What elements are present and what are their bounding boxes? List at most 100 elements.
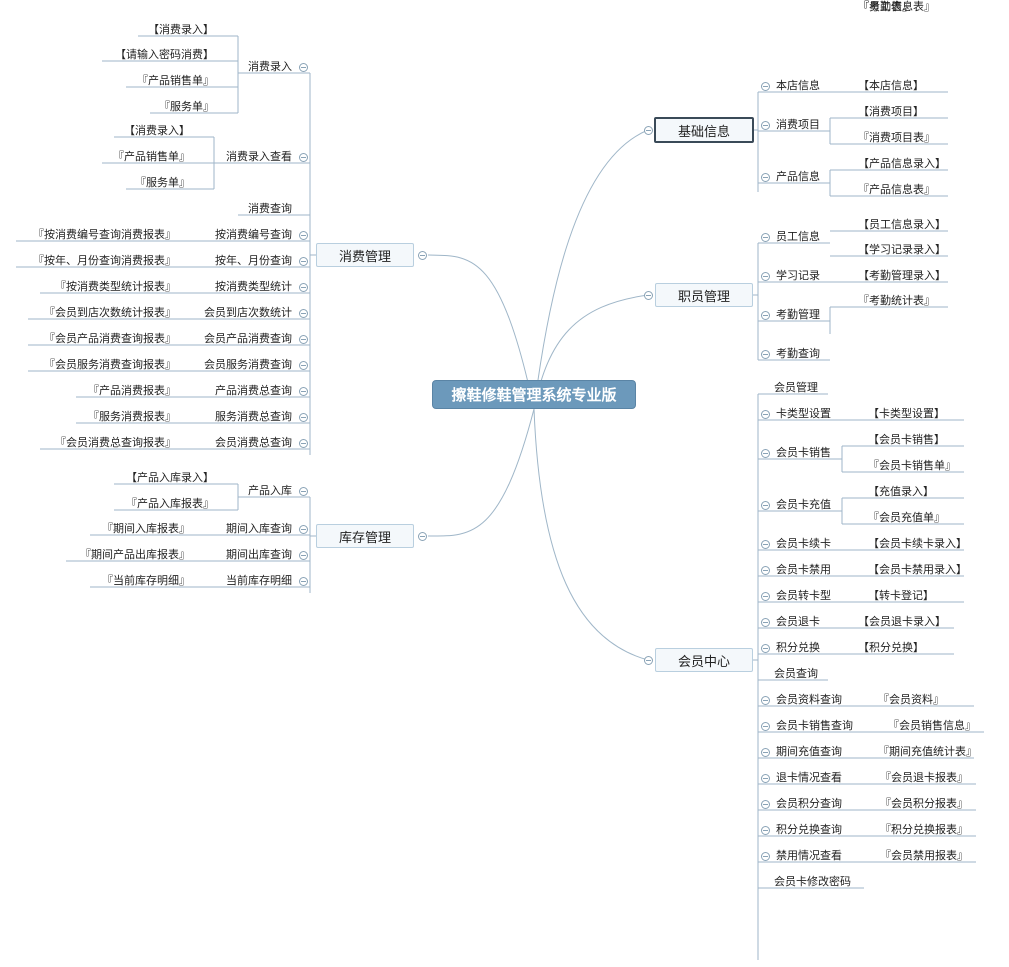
collapse-huiyuan-8-icon[interactable] (760, 643, 770, 653)
branch-huiyuan-10[interactable]: 会员资料查询 (776, 693, 842, 706)
leaf-xiaofei-0-3[interactable]: 『服务单』 (159, 100, 214, 113)
collapse-xiaofei-5-icon[interactable] (298, 282, 308, 292)
branch-huiyuan-15[interactable]: 积分兑换查询 (776, 823, 842, 836)
collapse-jichu-1-icon[interactable] (760, 120, 770, 130)
leaf-xiaofei-0-2[interactable]: 『产品销售单』 (137, 74, 214, 87)
branch-xiaofei-7[interactable]: 会员产品消费查询 (204, 332, 292, 345)
node-xiaofei[interactable]: 消费管理 (316, 243, 414, 267)
leaf-zhiyuan-2-1[interactable]: 『考勤表』 (858, 0, 913, 13)
branch-kucun-3[interactable]: 当前库存明细 (226, 574, 292, 587)
leaf-kucun-2-0[interactable]: 『期间产品出库报表』 (80, 548, 190, 561)
leaf-kucun-0-0[interactable]: 【产品入库录入】 (126, 471, 214, 484)
leaf-huiyuan-15-0[interactable]: 『积分兑换报表』 (880, 823, 968, 836)
node-jichu[interactable]: 基础信息 (654, 117, 754, 143)
collapse-kucun-3-icon[interactable] (298, 576, 308, 586)
collapse-zhiyuan-1-icon[interactable] (760, 271, 770, 281)
leaf-xiaofei-1-0[interactable]: 【消费录入】 (124, 124, 190, 137)
leaf-xiaofei-10-0[interactable]: 『服务消费报表』 (88, 410, 176, 423)
collapse-huiyuan-7-icon[interactable] (760, 617, 770, 627)
branch-huiyuan-2[interactable]: 会员卡销售 (776, 446, 831, 459)
leaf-jichu-0-0[interactable]: 【本店信息】 (858, 79, 924, 92)
collapse-xiaofei-3-icon[interactable] (298, 230, 308, 240)
leaf-huiyuan-4-0[interactable]: 【会员卡续卡录入】 (868, 537, 967, 550)
branch-xiaofei-6[interactable]: 会员到店次数统计 (204, 306, 292, 319)
branch-xiaofei-1[interactable]: 消费录入查看 (226, 150, 292, 163)
collapse-zhiyuan-icon[interactable] (643, 290, 653, 300)
branch-xiaofei-11[interactable]: 会员消费总查询 (215, 436, 292, 449)
collapse-xiaofei-10-icon[interactable] (298, 412, 308, 422)
branch-xiaofei-2[interactable]: 消费查询 (248, 202, 292, 215)
leaf-zhiyuan-1-0[interactable]: 【学习记录录入】 (858, 243, 946, 256)
branch-huiyuan-5[interactable]: 会员卡禁用 (776, 563, 831, 576)
collapse-jichu-0-icon[interactable] (760, 81, 770, 91)
branch-jichu-2[interactable]: 产品信息 (776, 170, 820, 183)
collapse-huiyuan-2-icon[interactable] (760, 448, 770, 458)
leaf-xiaofei-6-0[interactable]: 『会员到店次数统计报表』 (44, 306, 176, 319)
collapse-huiyuan-15-icon[interactable] (760, 825, 770, 835)
leaf-zhiyuan-0-1[interactable]: 『员工信息表』 (858, 0, 935, 13)
branch-huiyuan-14[interactable]: 会员积分查询 (776, 797, 842, 810)
leaf-huiyuan-6-0[interactable]: 【转卡登记】 (868, 589, 934, 602)
leaf-zhiyuan-0-0[interactable]: 【员工信息录入】 (858, 218, 946, 231)
leaf-huiyuan-3-0[interactable]: 【充值录入】 (868, 485, 934, 498)
collapse-huiyuan-icon[interactable] (643, 655, 653, 665)
collapse-xiaofei-1-icon[interactable] (298, 152, 308, 162)
leaf-xiaofei-0-1[interactable]: 【请输入密码消费】 (115, 48, 214, 61)
branch-huiyuan-12[interactable]: 期间充值查询 (776, 745, 842, 758)
collapse-xiaofei-6-icon[interactable] (298, 308, 308, 318)
branch-huiyuan-4[interactable]: 会员卡续卡 (776, 537, 831, 550)
leaf-xiaofei-1-1[interactable]: 『产品销售单』 (113, 150, 190, 163)
collapse-kucun-icon[interactable] (417, 531, 427, 541)
branch-huiyuan-11[interactable]: 会员卡销售查询 (776, 719, 853, 732)
leaf-kucun-1-0[interactable]: 『期间入库报表』 (102, 522, 190, 535)
branch-huiyuan-17[interactable]: 会员卡修改密码 (774, 875, 851, 888)
branch-xiaofei-8[interactable]: 会员服务消费查询 (204, 358, 292, 371)
leaf-xiaofei-3-0[interactable]: 『按消费编号查询消费报表』 (33, 228, 176, 241)
collapse-xiaofei-icon[interactable] (417, 250, 427, 260)
leaf-jichu-1-0[interactable]: 【消费项目】 (858, 105, 924, 118)
branch-jichu-0[interactable]: 本店信息 (776, 79, 820, 92)
leaf-huiyuan-1-0[interactable]: 【卡类型设置】 (868, 407, 945, 420)
collapse-kucun-2-icon[interactable] (298, 550, 308, 560)
root-node[interactable]: 擦鞋修鞋管理系统专业版 (432, 380, 636, 409)
branch-huiyuan-9[interactable]: 会员查询 (774, 667, 818, 680)
branch-huiyuan-1[interactable]: 卡类型设置 (776, 407, 831, 420)
branch-huiyuan-7[interactable]: 会员退卡 (776, 615, 820, 628)
branch-huiyuan-8[interactable]: 积分兑换 (776, 641, 820, 654)
branch-huiyuan-6[interactable]: 会员转卡型 (776, 589, 831, 602)
collapse-kucun-0-icon[interactable] (298, 486, 308, 496)
collapse-huiyuan-12-icon[interactable] (760, 747, 770, 757)
leaf-jichu-2-0[interactable]: 【产品信息录入】 (858, 157, 946, 170)
leaf-huiyuan-7-0[interactable]: 【会员退卡录入】 (858, 615, 946, 628)
branch-kucun-0[interactable]: 产品入库 (248, 484, 292, 497)
branch-xiaofei-5[interactable]: 按消费类型统计 (215, 280, 292, 293)
branch-zhiyuan-2[interactable]: 考勤管理 (776, 308, 820, 321)
branch-zhiyuan-1[interactable]: 学习记录 (776, 269, 820, 282)
leaf-huiyuan-10-0[interactable]: 『会员资料』 (878, 693, 944, 706)
leaf-xiaofei-5-0[interactable]: 『按消费类型统计报表』 (55, 280, 176, 293)
collapse-huiyuan-16-icon[interactable] (760, 851, 770, 861)
branch-xiaofei-4[interactable]: 按年、月份查询 (215, 254, 292, 267)
leaf-huiyuan-2-1[interactable]: 『会员卡销售单』 (868, 459, 956, 472)
collapse-huiyuan-14-icon[interactable] (760, 799, 770, 809)
collapse-xiaofei-8-icon[interactable] (298, 360, 308, 370)
leaf-huiyuan-8-0[interactable]: 【积分兑换】 (858, 641, 924, 654)
leaf-kucun-0-1[interactable]: 『产品入库报表』 (126, 497, 214, 510)
branch-huiyuan-0[interactable]: 会员管理 (774, 381, 818, 394)
collapse-zhiyuan-0-icon[interactable] (760, 232, 770, 242)
leaf-zhiyuan-2-0[interactable]: 【考勤管理录入】 (858, 269, 946, 282)
leaf-huiyuan-2-0[interactable]: 【会员卡销售】 (868, 433, 945, 446)
collapse-huiyuan-3-icon[interactable] (760, 500, 770, 510)
branch-xiaofei-10[interactable]: 服务消费总查询 (215, 410, 292, 423)
branch-xiaofei-3[interactable]: 按消费编号查询 (215, 228, 292, 241)
collapse-kucun-1-icon[interactable] (298, 524, 308, 534)
leaf-xiaofei-0-0[interactable]: 【消费录入】 (148, 23, 214, 36)
collapse-xiaofei-11-icon[interactable] (298, 438, 308, 448)
leaf-huiyuan-14-0[interactable]: 『会员积分报表』 (880, 797, 968, 810)
branch-huiyuan-3[interactable]: 会员卡充值 (776, 498, 831, 511)
leaf-xiaofei-4-0[interactable]: 『按年、月份查询消费报表』 (33, 254, 176, 267)
collapse-huiyuan-11-icon[interactable] (760, 721, 770, 731)
leaf-xiaofei-7-0[interactable]: 『会员产品消费查询报表』 (44, 332, 176, 345)
branch-kucun-1[interactable]: 期间入库查询 (226, 522, 292, 535)
collapse-huiyuan-13-icon[interactable] (760, 773, 770, 783)
